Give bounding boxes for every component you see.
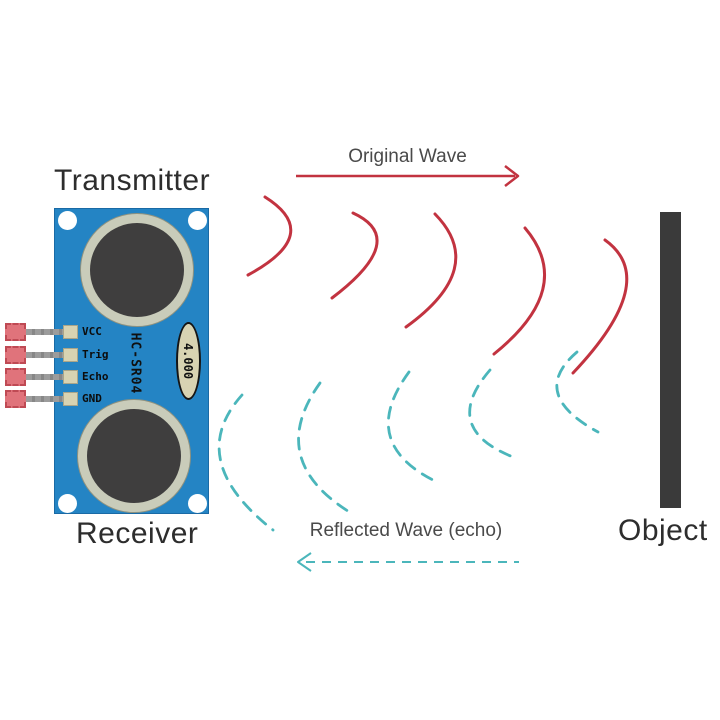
reflected-wave-label: Reflected Wave (echo): [309, 520, 503, 541]
original-wave-arc-1: [246, 195, 293, 277]
mounting-hole: [188, 494, 207, 513]
board-model-text-wrap: HC-SR04: [113, 311, 157, 415]
pin-wire: [26, 352, 63, 358]
connector-pad-icon: [5, 368, 26, 386]
connector-pad-icon: [5, 346, 26, 364]
pin-wire: [26, 374, 63, 380]
pin-label-vcc: VCC: [82, 325, 102, 338]
pin-label-trig: Trig: [82, 348, 109, 361]
reflected-wave-arc-1: [217, 393, 275, 532]
original-wave-arc-4: [492, 226, 547, 356]
original-wave-arc-5: [571, 238, 629, 375]
reflected-wave-arc-4: [468, 368, 515, 459]
mounting-hole: [58, 211, 77, 230]
oscillator-value-label: 4.000: [181, 342, 196, 380]
pin-header-pad: [63, 370, 78, 384]
connector-pad-icon: [5, 390, 26, 408]
transducer-membrane: [87, 409, 181, 503]
pin-row-echo: Echo: [5, 368, 109, 386]
hc-sr04-board: HC-SR04 4.000: [54, 208, 209, 514]
crystal-oscillator: 4.000: [176, 322, 201, 400]
transmitter-label: Transmitter: [54, 164, 211, 197]
original-wave-arc-2: [330, 211, 379, 300]
left-arrow-icon: [297, 552, 519, 572]
reflected-wave-arc-2: [297, 381, 353, 515]
board-model-label: HC-SR04: [127, 332, 143, 394]
pin-header-pad: [63, 392, 78, 406]
pin-row-vcc: VCC: [5, 323, 102, 341]
object-bar: [660, 212, 681, 508]
original-wave-arc-3: [404, 212, 458, 329]
reflected-wave-arc-3: [386, 370, 441, 485]
pin-label-echo: Echo: [82, 370, 109, 383]
reflected-wave-arc-5: [555, 350, 600, 434]
original-wave-label: Original Wave: [348, 146, 467, 167]
transducer-membrane: [90, 223, 184, 317]
pin-wire: [26, 329, 63, 335]
mounting-hole: [58, 494, 77, 513]
connector-pad-icon: [5, 323, 26, 341]
pin-label-gnd: GND: [82, 392, 102, 405]
receiver-transducer: [77, 399, 191, 513]
transmitter-transducer: [80, 213, 194, 327]
receiver-label: Receiver: [76, 517, 199, 550]
pin-header-pad: [63, 325, 78, 339]
pin-header-pad: [63, 348, 78, 362]
right-arrow-icon: [296, 165, 520, 187]
pin-wire: [26, 396, 63, 402]
pin-row-gnd: GND: [5, 390, 102, 408]
pin-row-trig: Trig: [5, 346, 109, 364]
mounting-hole: [188, 211, 207, 230]
object-label: Object: [618, 514, 708, 547]
